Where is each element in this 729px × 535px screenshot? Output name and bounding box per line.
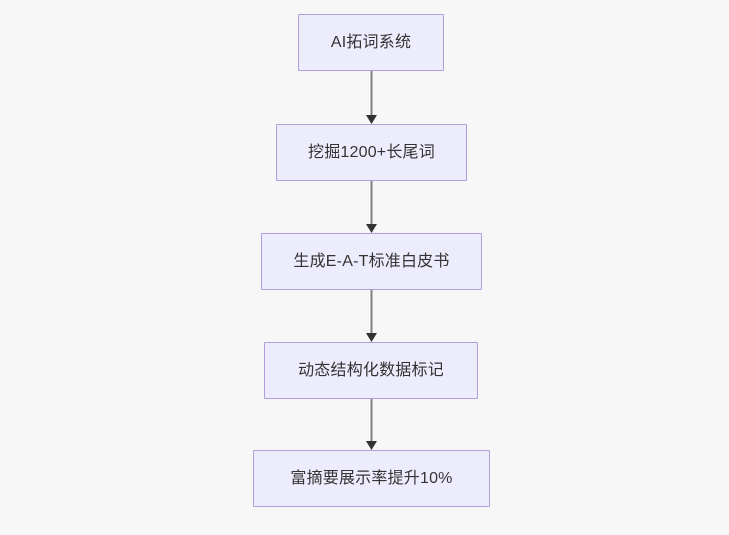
arrowhead-icon <box>365 115 377 124</box>
flow-node-n3[interactable]: 生成E-A-T标准白皮书 <box>261 233 482 290</box>
flow-node-label: AI拓词系统 <box>330 33 412 51</box>
flow-node-label: 动态结构化数据标记 <box>298 361 444 379</box>
flow-node-label: 富摘要展示率提升10% <box>290 469 453 487</box>
flow-node-n2[interactable]: 挖掘1200+长尾词 <box>276 124 467 181</box>
flow-node-n4[interactable]: 动态结构化数据标记 <box>264 342 478 399</box>
arrowhead-icon <box>365 441 377 450</box>
flow-edge-n4-to-n5 <box>365 399 377 450</box>
flow-node-label: 生成E-A-T标准白皮书 <box>293 252 450 270</box>
arrowhead-icon <box>365 224 377 233</box>
flow-edge-n3-to-n4 <box>365 290 377 342</box>
arrowhead-icon <box>365 333 377 342</box>
flow-edge-n2-to-n3 <box>365 181 377 233</box>
flow-node-n5[interactable]: 富摘要展示率提升10% <box>253 450 490 507</box>
flow-node-label: 挖掘1200+长尾词 <box>308 143 435 161</box>
flow-edge-n1-to-n2 <box>365 71 377 124</box>
flow-node-n1[interactable]: AI拓词系统 <box>298 14 444 71</box>
